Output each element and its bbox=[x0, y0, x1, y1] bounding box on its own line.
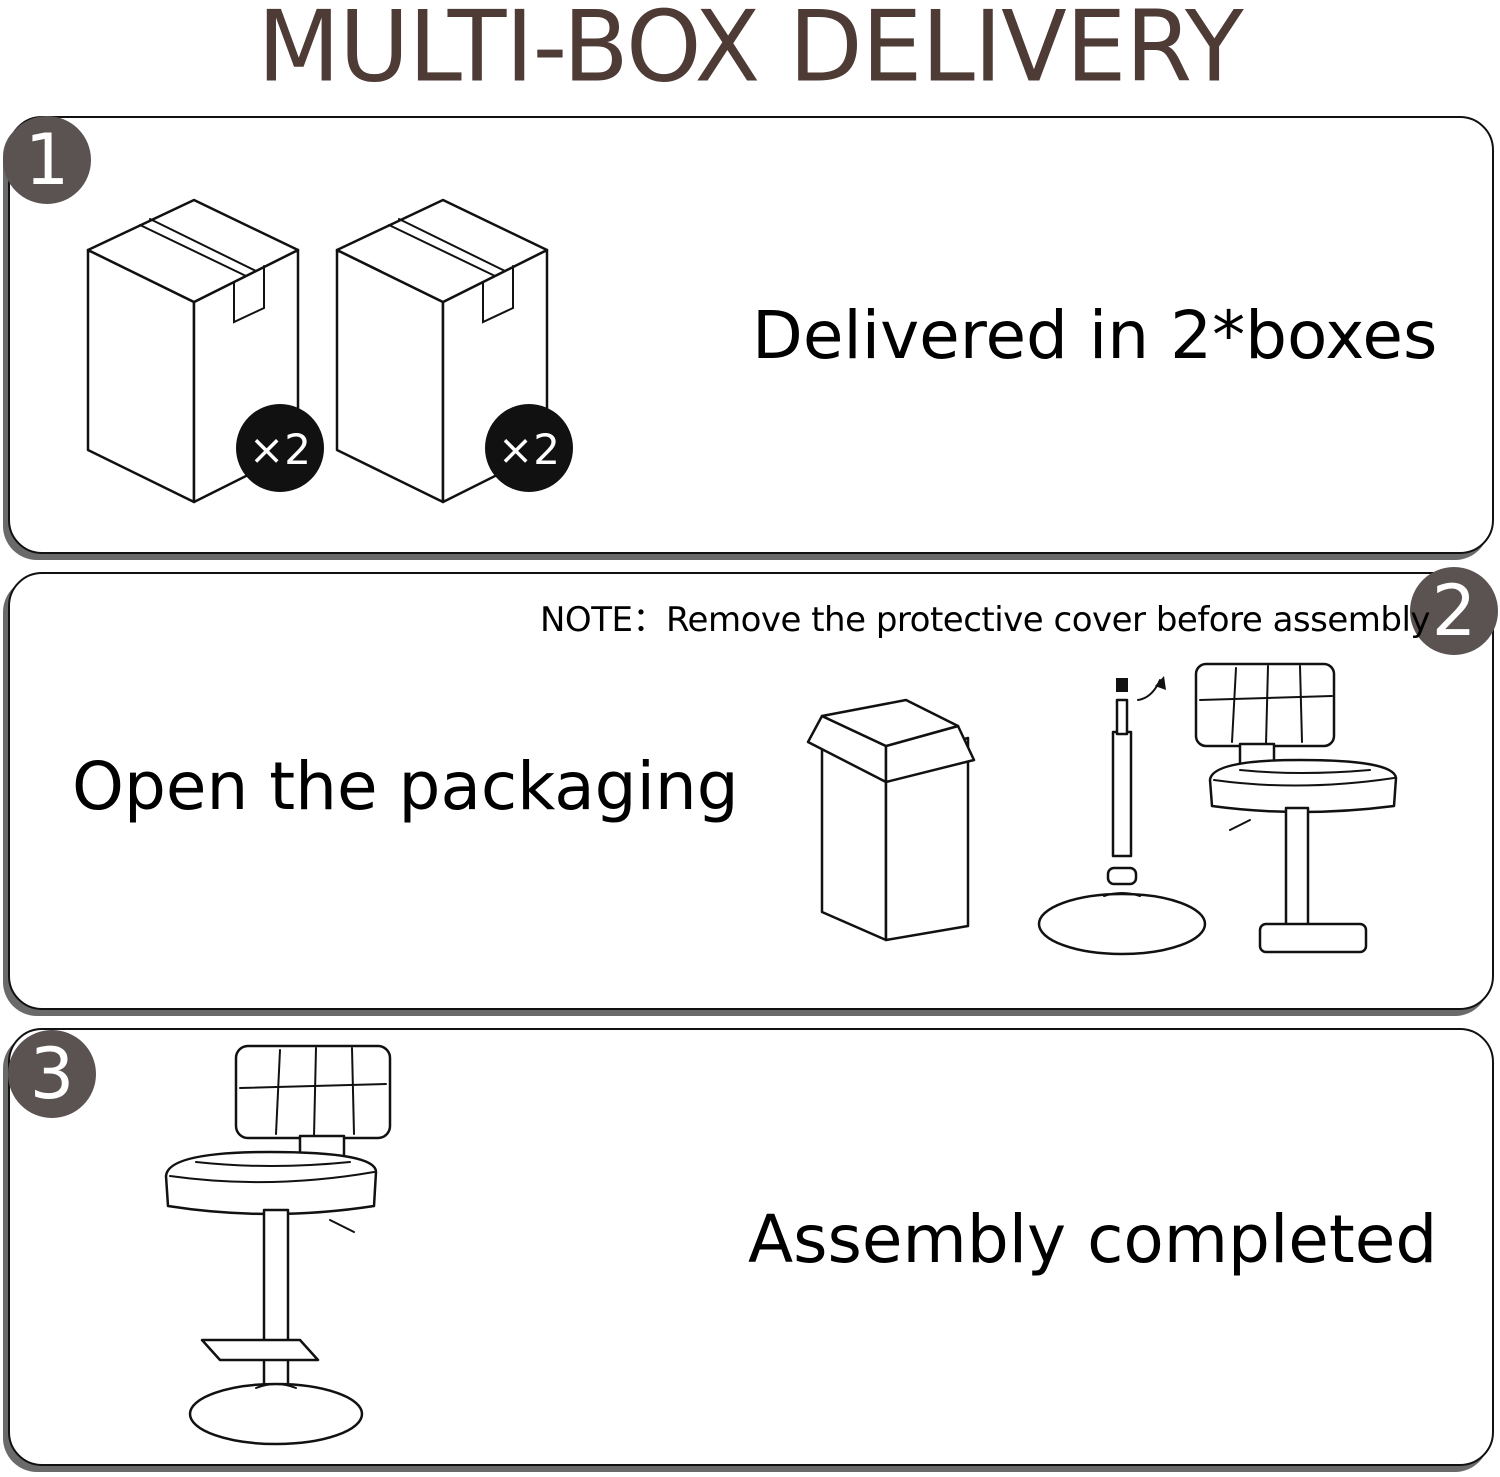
page-title: MULTI-BOX DELIVERY bbox=[257, 0, 1243, 105]
stool-base-icon bbox=[1037, 676, 1207, 956]
bar-stool-icon bbox=[164, 1044, 392, 1446]
step-2-text: Open the packaging bbox=[72, 748, 739, 825]
open-box-icon bbox=[806, 698, 976, 942]
bar-stool-icon bbox=[1194, 662, 1398, 954]
cardboard-box-icon: ×2 bbox=[335, 198, 573, 504]
box-count-label: ×2 bbox=[498, 425, 560, 474]
step-1-badge: 1 bbox=[3, 116, 91, 204]
step-2-note: NOTE：Remove the protective cover before … bbox=[540, 600, 1431, 640]
cardboard-box-icon: ×2 bbox=[86, 198, 324, 504]
step-2-panel bbox=[8, 572, 1494, 1010]
step-3-badge: 3 bbox=[8, 1030, 96, 1118]
step-3-text: Assembly completed bbox=[748, 1201, 1438, 1278]
box-count-label: ×2 bbox=[249, 425, 311, 474]
step-1-text: Delivered in 2*boxes bbox=[752, 297, 1438, 374]
step-2-badge: 2 bbox=[1410, 567, 1498, 655]
